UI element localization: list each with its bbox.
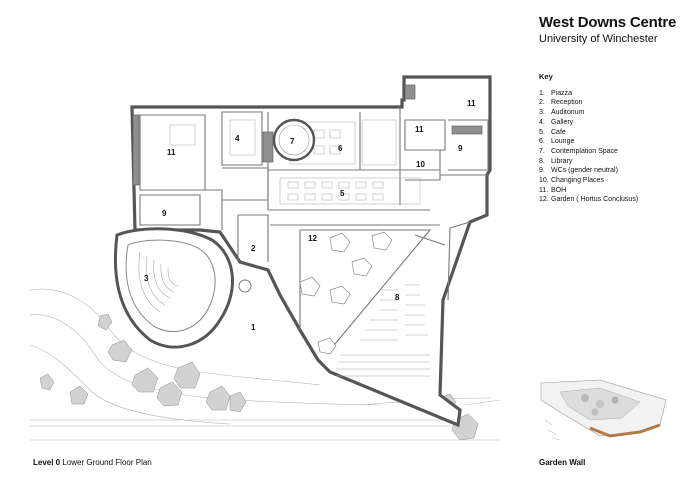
key-item-number: 7. bbox=[539, 147, 545, 155]
room-number: 11 bbox=[167, 148, 176, 157]
key-item: 12.Garden ( Hortus Conclusus) bbox=[539, 195, 638, 205]
room-number: 1 bbox=[251, 323, 256, 332]
key-item: 7. Contemplation Space bbox=[539, 147, 638, 157]
key-item-number: 12. bbox=[539, 196, 549, 204]
garden-features bbox=[299, 231, 393, 355]
plan-name: Lower Ground Floor Plan bbox=[62, 458, 152, 467]
key-item-label: Lounge bbox=[551, 138, 575, 146]
key-item-number: 1. bbox=[539, 89, 545, 97]
key-item: 9. WCs (gender neutral) bbox=[539, 166, 638, 176]
key-list: 1. Piazza 2. Reception 3. Auditorium 4. Gallery… bbox=[539, 89, 638, 205]
key-item-label: Auditorium bbox=[551, 109, 585, 117]
key-item: 2. Reception bbox=[539, 98, 638, 108]
auditorium-shell bbox=[113, 227, 234, 349]
key-item-number: 9. bbox=[539, 167, 545, 175]
key-item: 10.Changing Places bbox=[539, 176, 638, 186]
key-item-number: 3. bbox=[539, 109, 545, 117]
room-number: 5 bbox=[340, 189, 345, 198]
room-number: 7 bbox=[290, 137, 295, 146]
key-item: 6. Lounge bbox=[539, 137, 638, 147]
plan-caption: Level 0 Lower Ground Floor Plan bbox=[33, 458, 152, 467]
room-number: 6 bbox=[338, 144, 343, 153]
key-item-number: 8. bbox=[539, 157, 545, 165]
room-number: 8 bbox=[395, 293, 400, 302]
key-item: 11.BOH bbox=[539, 186, 638, 196]
room-number: 4 bbox=[235, 134, 240, 143]
room-number: 2 bbox=[251, 244, 256, 253]
key-item-label: Cafe bbox=[551, 128, 566, 136]
key-title: Key bbox=[539, 72, 553, 81]
stair-cores bbox=[132, 84, 483, 186]
key-item-number: 4. bbox=[539, 118, 545, 126]
garden-caption: Garden Wall bbox=[539, 458, 586, 467]
key-item-label: Garden ( Hortus Conclusus) bbox=[551, 196, 639, 204]
key-item-number: 2. bbox=[539, 99, 545, 107]
key-item-label: BOH bbox=[551, 186, 567, 194]
contemplation-space bbox=[272, 118, 316, 162]
interior-walls bbox=[139, 107, 489, 351]
key-item-label: Contemplation Space bbox=[551, 147, 618, 155]
garden-wall-thumbnail bbox=[540, 379, 667, 441]
key-item-label: Reception bbox=[551, 99, 583, 107]
pillar bbox=[238, 279, 252, 293]
page-title: West Downs Centre bbox=[539, 14, 677, 31]
room-number: 9 bbox=[162, 209, 167, 218]
key-item-label: Library bbox=[551, 157, 573, 165]
page-subtitle: University of Winchester bbox=[539, 33, 658, 45]
room-number: 11 bbox=[415, 125, 424, 134]
room-number: 10 bbox=[416, 160, 425, 169]
key-item: 1. Piazza bbox=[539, 89, 638, 99]
key-item: 4. Gallery bbox=[539, 118, 638, 128]
key-item-number: 11. bbox=[539, 186, 549, 194]
room-number: 3 bbox=[144, 274, 149, 283]
key-item-label: Piazza bbox=[551, 89, 573, 97]
key-item-number: 6. bbox=[539, 138, 545, 146]
plan-level: Level 0 bbox=[33, 458, 61, 467]
landscape-lines bbox=[29, 288, 501, 441]
key-legend: Key 1. Piazza 2. Reception 3. Auditorium 4. Gal… bbox=[539, 72, 638, 205]
key-item-label: Gallery bbox=[551, 118, 574, 126]
room-number: 9 bbox=[458, 144, 463, 153]
key-item-label: WCs (gender neutral) bbox=[551, 167, 618, 175]
key-item-number: 5. bbox=[539, 128, 545, 136]
key-item: 8. Library bbox=[539, 157, 638, 167]
key-item: 5. Cafe bbox=[539, 128, 638, 138]
room-number-labels: 11 4 7 6 11 11 9 10 5 9 2 12 3 8 1 bbox=[144, 99, 476, 332]
room-number: 12 bbox=[308, 234, 317, 243]
key-item-label: Changing Places bbox=[551, 177, 604, 185]
key-item: 3. Auditorium bbox=[539, 108, 638, 118]
key-item-number: 10. bbox=[539, 177, 549, 185]
room-number: 11 bbox=[467, 99, 476, 108]
